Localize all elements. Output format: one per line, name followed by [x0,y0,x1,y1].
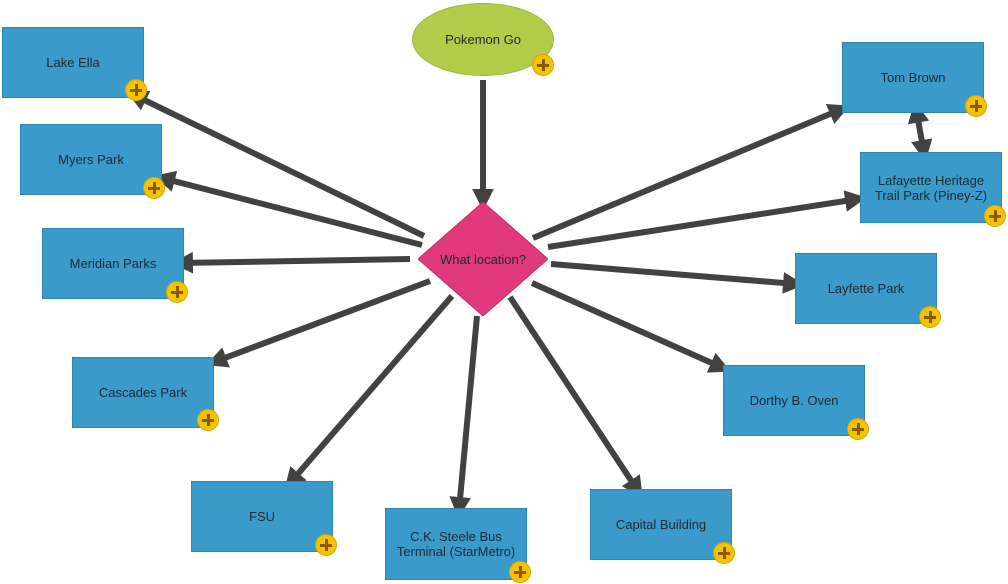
arrow-tom-brown-to-lafayette-heritage [907,101,933,162]
node-meridian-parks-label: Meridian Parks [69,256,157,271]
node-layfette-park-label: Layfette Park [827,281,905,296]
node-lake-ella[interactable]: Lake Ella [2,27,144,98]
node-meridian-parks[interactable]: Meridian Parks [42,228,184,299]
node-lake-ella-label: Lake Ella [46,55,100,70]
plus-circle-icon[interactable] [713,542,735,564]
node-ck-steele[interactable]: C.K. Steele Bus Terminal (StarMetro) [385,508,527,580]
arrow-center-to-myers-park [153,170,423,248]
arrow-center-to-capital-building [507,295,643,499]
plus-circle-icon[interactable] [125,79,147,101]
node-what-location-label: What location? [440,251,526,267]
plus-circle-icon[interactable] [984,205,1006,227]
arrow-center-to-meridian-parks [171,251,411,274]
node-myers-park[interactable]: Myers Park [20,124,162,195]
plus-circle-icon[interactable] [532,54,554,76]
arrow-center-to-layfette-park [550,261,805,294]
node-lafayette-heritage-label: Lafayette Heritage Trail Park (Piney-Z) [874,172,988,203]
arrow-center-to-lake-ella [126,90,426,239]
node-ck-steele-label: C.K. Steele Bus Terminal (StarMetro) [396,529,516,559]
node-capital-building-label: Capital Building [615,517,707,532]
node-pokemon-go-label: Pokemon Go [445,32,521,47]
plus-circle-icon[interactable] [919,306,941,328]
node-what-location[interactable]: What location? [418,202,548,316]
plus-circle-icon[interactable] [143,177,165,199]
node-tom-brown[interactable]: Tom Brown [842,42,984,113]
plus-circle-icon[interactable] [847,418,869,440]
node-fsu[interactable]: FSU [191,481,333,552]
diamond-shape [418,202,548,316]
node-myers-park-label: Myers Park [58,152,124,167]
plus-circle-icon[interactable] [197,409,219,431]
node-dorthy-oven[interactable]: Dorthy B. Oven [723,365,865,436]
plus-circle-icon[interactable] [509,561,531,583]
arrow-center-to-lafayette-heritage [547,190,867,250]
node-capital-building[interactable]: Capital Building [590,489,732,560]
node-lafayette-heritage[interactable]: Lafayette Heritage Trail Park (Piney-Z) [860,152,1002,223]
node-dorthy-oven-label: Dorthy B. Oven [749,393,839,408]
arrow-center-to-cascades-park [205,278,432,368]
node-tom-brown-label: Tom Brown [880,70,946,85]
node-fsu-label: FSU [249,509,275,524]
node-cascades-park[interactable]: Cascades Park [72,357,214,428]
arrow-center-to-tom-brown [531,104,850,241]
plus-circle-icon[interactable] [965,95,987,117]
arrow-center-to-dorthy-oven [530,280,731,373]
node-cascades-park-label: Cascades Park [98,385,188,400]
node-pokemon-go[interactable]: Pokemon Go [412,3,554,76]
arrow-center-to-fsu [284,294,455,490]
plus-circle-icon[interactable] [315,534,337,556]
arrow-center-to-ck-steele [449,315,480,519]
plus-circle-icon[interactable] [166,281,188,303]
node-layfette-park[interactable]: Layfette Park [795,253,937,324]
